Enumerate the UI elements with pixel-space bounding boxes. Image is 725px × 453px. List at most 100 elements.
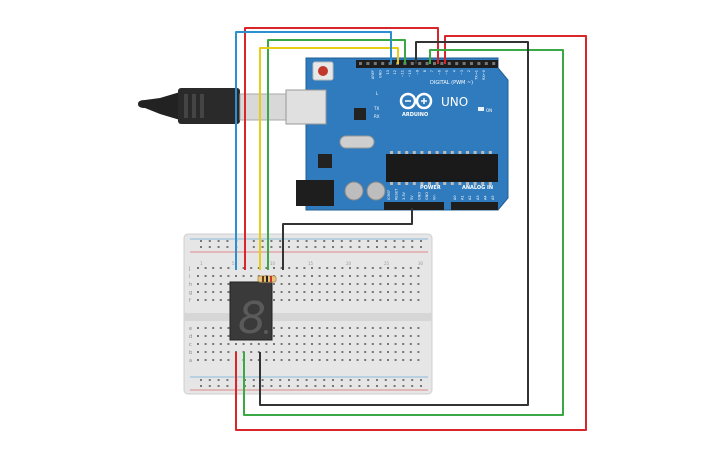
breadboard-hole[interactable] xyxy=(212,283,215,285)
breadboard-hole[interactable] xyxy=(341,275,344,277)
breadboard-hole[interactable] xyxy=(332,246,334,248)
breadboard-hole[interactable] xyxy=(318,327,321,329)
breadboard-hole[interactable] xyxy=(326,335,329,337)
breadboard-hole[interactable] xyxy=(420,246,422,248)
breadboard-hole[interactable] xyxy=(379,335,382,337)
resistor[interactable] xyxy=(257,275,277,283)
breadboard-hole[interactable] xyxy=(402,343,405,345)
breadboard-hole[interactable] xyxy=(356,275,359,277)
breadboard-hole[interactable] xyxy=(204,335,207,337)
header-pin[interactable] xyxy=(373,62,377,65)
breadboard-hole[interactable] xyxy=(417,335,420,337)
breadboard-hole[interactable] xyxy=(212,351,215,353)
breadboard-hole[interactable] xyxy=(326,359,329,361)
breadboard-hole[interactable] xyxy=(279,379,282,381)
breadboard-hole[interactable] xyxy=(305,240,308,242)
breadboard-hole[interactable] xyxy=(318,283,321,285)
breadboard-hole[interactable] xyxy=(402,351,405,353)
breadboard-hole[interactable] xyxy=(273,283,275,285)
breadboard-hole[interactable] xyxy=(417,291,420,293)
breadboard-hole[interactable] xyxy=(402,379,405,381)
breadboard-hole[interactable] xyxy=(323,379,326,381)
breadboard-hole[interactable] xyxy=(217,379,220,381)
breadboard-hole[interactable] xyxy=(212,327,215,329)
breadboard-hole[interactable] xyxy=(341,267,344,269)
breadboard-hole[interactable] xyxy=(227,351,230,353)
breadboard-hole[interactable] xyxy=(217,240,220,242)
breadboard-hole[interactable] xyxy=(333,343,336,345)
arduino-uno-board[interactable]: UNO ARDUINO DIGITAL (PWM ~) ANALOG IN PO… xyxy=(285,57,509,211)
breadboard-hole[interactable] xyxy=(303,351,306,353)
breadboard-hole[interactable] xyxy=(296,379,299,381)
breadboard-hole[interactable] xyxy=(364,275,367,277)
breadboard-hole[interactable] xyxy=(326,283,329,285)
breadboard-hole[interactable] xyxy=(305,379,308,381)
breadboard-hole[interactable] xyxy=(349,275,351,277)
breadboard-hole[interactable] xyxy=(303,359,306,361)
breadboard-hole[interactable] xyxy=(288,379,290,381)
breadboard-hole[interactable] xyxy=(367,385,370,387)
breadboard-hole[interactable] xyxy=(200,246,202,248)
breadboard-hole[interactable] xyxy=(257,359,260,361)
breadboard-hole[interactable] xyxy=(333,335,336,337)
seven-segment-display[interactable]: 8 xyxy=(229,281,273,344)
breadboard-hole[interactable] xyxy=(280,327,283,329)
breadboard-hole[interactable] xyxy=(333,299,336,301)
breadboard-hole[interactable] xyxy=(394,275,397,277)
breadboard-hole[interactable] xyxy=(358,240,361,242)
breadboard-hole[interactable] xyxy=(394,299,397,301)
breadboard-hole[interactable] xyxy=(250,343,253,345)
breadboard-hole[interactable] xyxy=(379,351,382,353)
breadboard-hole[interactable] xyxy=(273,335,275,337)
breadboard-hole[interactable] xyxy=(219,343,222,345)
breadboard-hole[interactable] xyxy=(265,359,268,361)
breadboard-hole[interactable] xyxy=(341,343,344,345)
breadboard-hole[interactable] xyxy=(384,385,387,387)
breadboard-hole[interactable] xyxy=(394,267,397,269)
breadboard-hole[interactable] xyxy=(371,351,374,353)
breadboard-hole[interactable] xyxy=(326,343,329,345)
breadboard-hole[interactable] xyxy=(288,327,291,329)
breadboard-hole[interactable] xyxy=(367,240,370,242)
breadboard-hole[interactable] xyxy=(295,343,298,345)
breadboard-hole[interactable] xyxy=(393,379,396,381)
breadboard-hole[interactable] xyxy=(387,327,389,329)
breadboard-hole[interactable] xyxy=(376,385,378,387)
breadboard-hole[interactable] xyxy=(349,291,351,293)
breadboard-hole[interactable] xyxy=(356,343,359,345)
breadboard-hole[interactable] xyxy=(341,291,344,293)
breadboard-hole[interactable] xyxy=(402,335,405,337)
breadboard-hole[interactable] xyxy=(204,351,207,353)
breadboard-hole[interactable] xyxy=(379,291,382,293)
breadboard-hole[interactable] xyxy=(279,385,282,387)
breadboard-hole[interactable] xyxy=(417,359,420,361)
breadboard-hole[interactable] xyxy=(273,351,275,353)
breadboard-hole[interactable] xyxy=(311,335,313,337)
breadboard-hole[interactable] xyxy=(417,267,420,269)
breadboard-hole[interactable] xyxy=(364,291,367,293)
breadboard-hole[interactable] xyxy=(288,291,291,293)
breadboard-hole[interactable] xyxy=(356,335,359,337)
breadboard-hole[interactable] xyxy=(226,240,229,242)
breadboard-hole[interactable] xyxy=(314,385,317,387)
breadboard-hole[interactable] xyxy=(280,267,283,269)
breadboard-hole[interactable] xyxy=(402,299,405,301)
breadboard-hole[interactable] xyxy=(226,385,229,387)
breadboard-hole[interactable] xyxy=(295,359,298,361)
breadboard-hole[interactable] xyxy=(250,275,253,277)
breadboard-hole[interactable] xyxy=(349,335,351,337)
breadboard-hole[interactable] xyxy=(379,359,382,361)
header-pin[interactable] xyxy=(440,62,444,65)
breadboard-hole[interactable] xyxy=(219,327,222,329)
breadboard-hole[interactable] xyxy=(280,335,283,337)
breadboard-hole[interactable] xyxy=(379,267,382,269)
breadboard-hole[interactable] xyxy=(219,351,222,353)
breadboard-hole[interactable] xyxy=(332,385,334,387)
breadboard-hole[interactable] xyxy=(311,291,313,293)
breadboard-hole[interactable] xyxy=(250,351,253,353)
breadboard-hole[interactable] xyxy=(219,359,222,361)
breadboard-hole[interactable] xyxy=(204,291,207,293)
breadboard-hole[interactable] xyxy=(318,343,321,345)
breadboard-hole[interactable] xyxy=(409,291,412,293)
breadboard-hole[interactable] xyxy=(417,275,420,277)
